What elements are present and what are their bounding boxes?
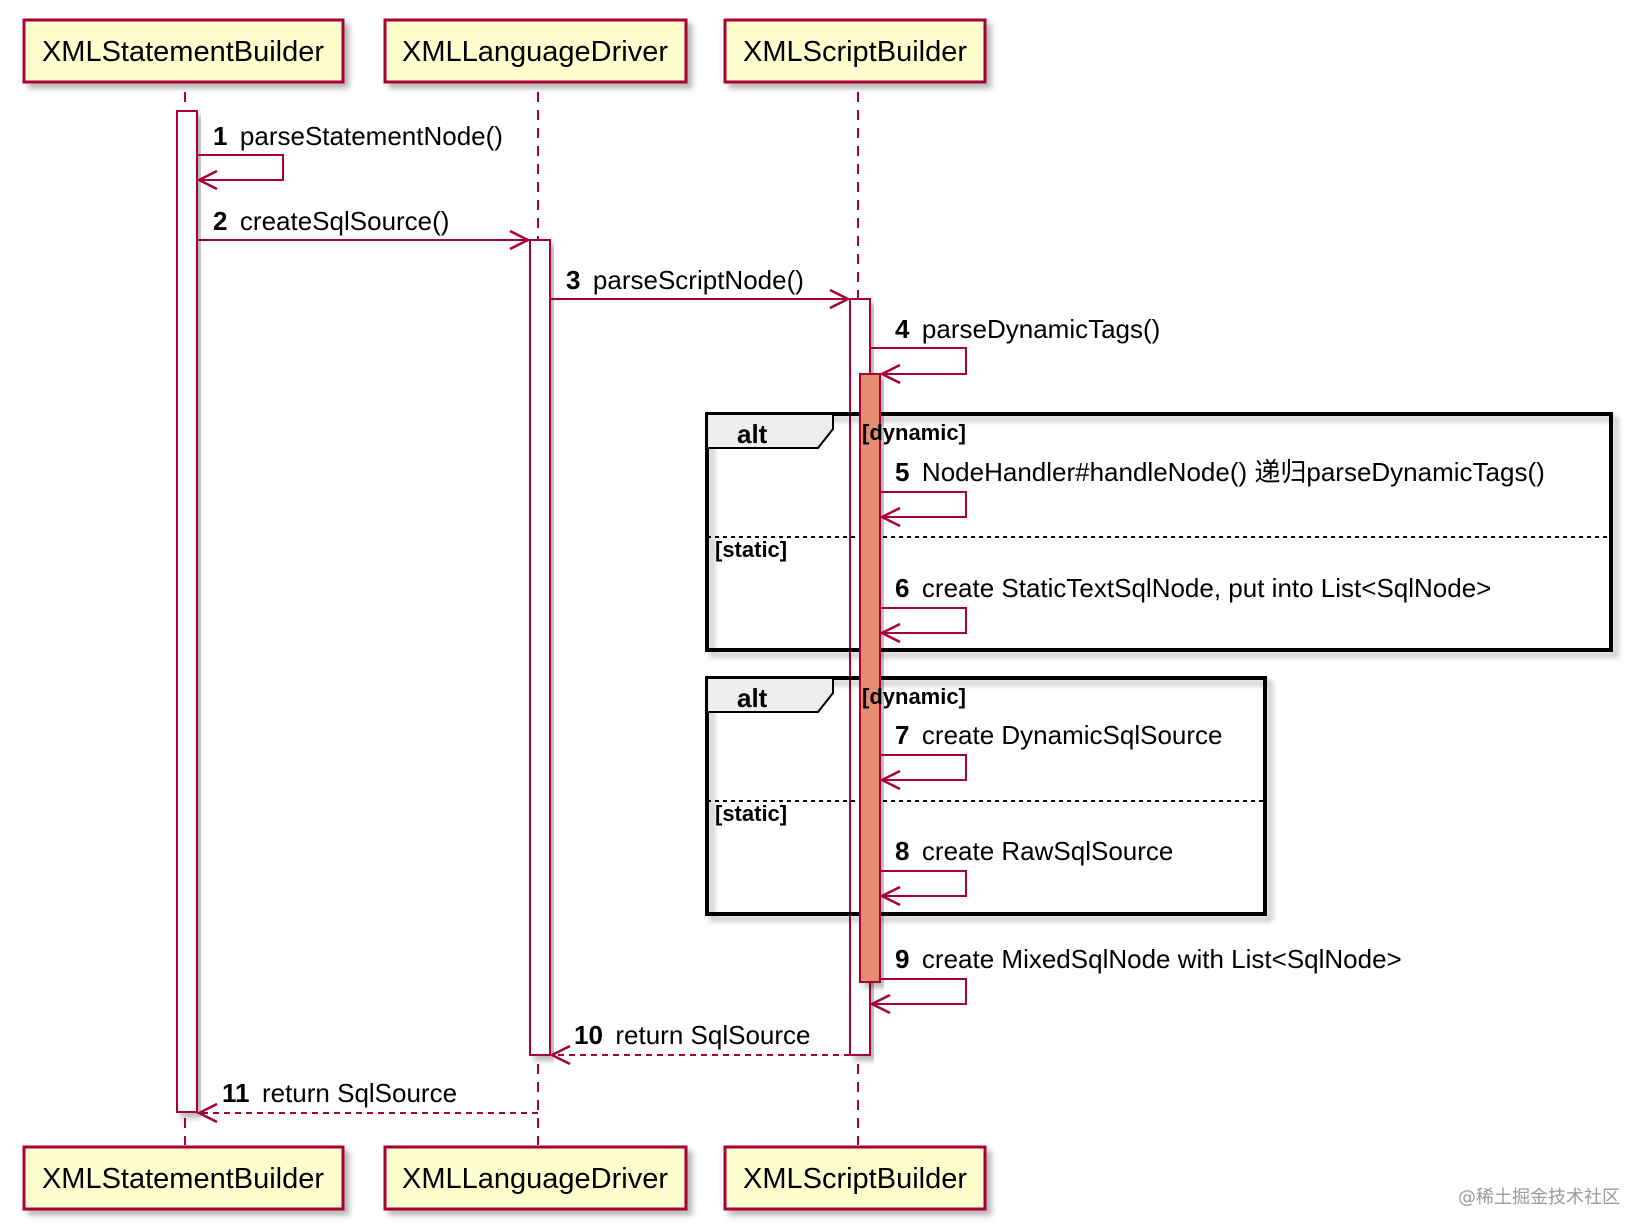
message-6-label: 6 create StaticTextSqlNode, put into Lis… [895, 573, 1491, 603]
message-text: return SqlSource [262, 1078, 457, 1108]
alt-fragment-2: [static] [705, 676, 1267, 916]
message-text: createSqlSource() [240, 206, 450, 236]
watermark-text: @稀土掘金技术社区 [1458, 1187, 1620, 1208]
participant-bottom-xmlstatementbuilder: XMLStatementBuilder [22, 1145, 345, 1211]
message-number: 2 [213, 206, 227, 236]
message-3: 3 parseScriptNode() [550, 265, 851, 310]
message-4: 4 parseDynamicTags() [870, 314, 1160, 385]
message-text: parseStatementNode() [240, 121, 503, 151]
participant-top-xmlscriptbuilder: XMLScriptBuilder [723, 18, 987, 84]
participant-bottom-xmlscriptbuilder: XMLScriptBuilder [723, 1145, 987, 1211]
alt-label: alt [737, 683, 768, 713]
message-text: create DynamicSqlSource [922, 720, 1223, 750]
message-3-label: 3 parseScriptNode() [566, 265, 804, 295]
message-number: 10 [574, 1020, 603, 1050]
participant-label: XMLLanguageDriver [402, 36, 668, 68]
message-2-label: 2 createSqlSource() [213, 206, 449, 236]
message-8-label: 8 create RawSqlSource [895, 836, 1173, 866]
alt-fragment-2-header: alt [dynamic] [706, 677, 966, 713]
guard-dynamic: [dynamic] [862, 420, 966, 445]
message-5: 5 NodeHandler#handleNode() 递归parseDynami… [879, 457, 1545, 528]
alt-tab [706, 413, 834, 449]
message-number: 11 [222, 1078, 250, 1108]
activation-xmlstatementbuilder [176, 110, 198, 1113]
activation-parsedynamictags [859, 373, 881, 983]
message-9: 9 create MixedSqlNode with List<SqlNode> [869, 944, 1402, 1015]
alt-fragment-1: [static] [705, 412, 1613, 652]
message-11-label: 11 return SqlSource [222, 1078, 457, 1108]
message-9-label: 9 create MixedSqlNode with List<SqlNode> [895, 944, 1402, 974]
participant-label: XMLScriptBuilder [743, 1163, 967, 1195]
participant-bottom-xmllanguagedriver: XMLLanguageDriver [383, 1145, 688, 1211]
message-5-label: 5 NodeHandler#handleNode() 递归parseDynami… [895, 457, 1545, 487]
message-1: 1 parseStatementNode() [196, 121, 503, 191]
message-11: 11 return SqlSource [196, 1078, 538, 1124]
message-number: 3 [566, 265, 580, 295]
message-10-label: 10 return SqlSource [574, 1020, 810, 1050]
message-text: return SqlSource [615, 1020, 810, 1050]
alt-tab [706, 677, 834, 713]
message-number: 1 [213, 121, 227, 151]
message-7-label: 7 create DynamicSqlSource [895, 720, 1223, 750]
participant-top-xmlstatementbuilder: XMLStatementBuilder [22, 18, 345, 84]
message-number: 4 [895, 314, 910, 344]
guard-dynamic: [dynamic] [862, 684, 966, 709]
participant-label: XMLStatementBuilder [42, 1163, 324, 1195]
participant-label: XMLLanguageDriver [402, 1163, 668, 1195]
message-number: 9 [895, 944, 909, 974]
alt-label: alt [737, 419, 768, 449]
activation-xmllanguagedriver [529, 239, 551, 1056]
guard-static: [static] [715, 537, 787, 562]
message-number: 6 [895, 573, 909, 603]
message-number: 5 [895, 457, 909, 487]
message-2: 2 createSqlSource() [197, 206, 531, 251]
message-6: 6 create StaticTextSqlNode, put into Lis… [879, 573, 1491, 644]
guard-static: [static] [715, 801, 787, 826]
participant-top-xmllanguagedriver: XMLLanguageDriver [383, 18, 688, 84]
message-7: 7 create DynamicSqlSource [879, 720, 1223, 791]
message-text: parseDynamicTags() [922, 314, 1160, 344]
message-10: 10 return SqlSource [549, 1020, 850, 1066]
participant-label: XMLScriptBuilder [743, 36, 967, 68]
message-4-label: 4 parseDynamicTags() [895, 314, 1160, 344]
message-text: NodeHandler#handleNode() 递归parseDynamicT… [922, 457, 1545, 487]
message-text: parseScriptNode() [593, 265, 804, 295]
message-text: create MixedSqlNode with List<SqlNode> [922, 944, 1402, 974]
message-1-label: 1 parseStatementNode() [213, 121, 503, 151]
message-text: create StaticTextSqlNode, put into List<… [922, 573, 1491, 603]
message-number: 7 [895, 720, 909, 750]
message-8: 8 create RawSqlSource [879, 836, 1173, 907]
message-number: 8 [895, 836, 909, 866]
alt-fragment-1-header: alt [dynamic] [706, 413, 966, 449]
participant-label: XMLStatementBuilder [42, 36, 324, 68]
message-text: create RawSqlSource [922, 836, 1173, 866]
